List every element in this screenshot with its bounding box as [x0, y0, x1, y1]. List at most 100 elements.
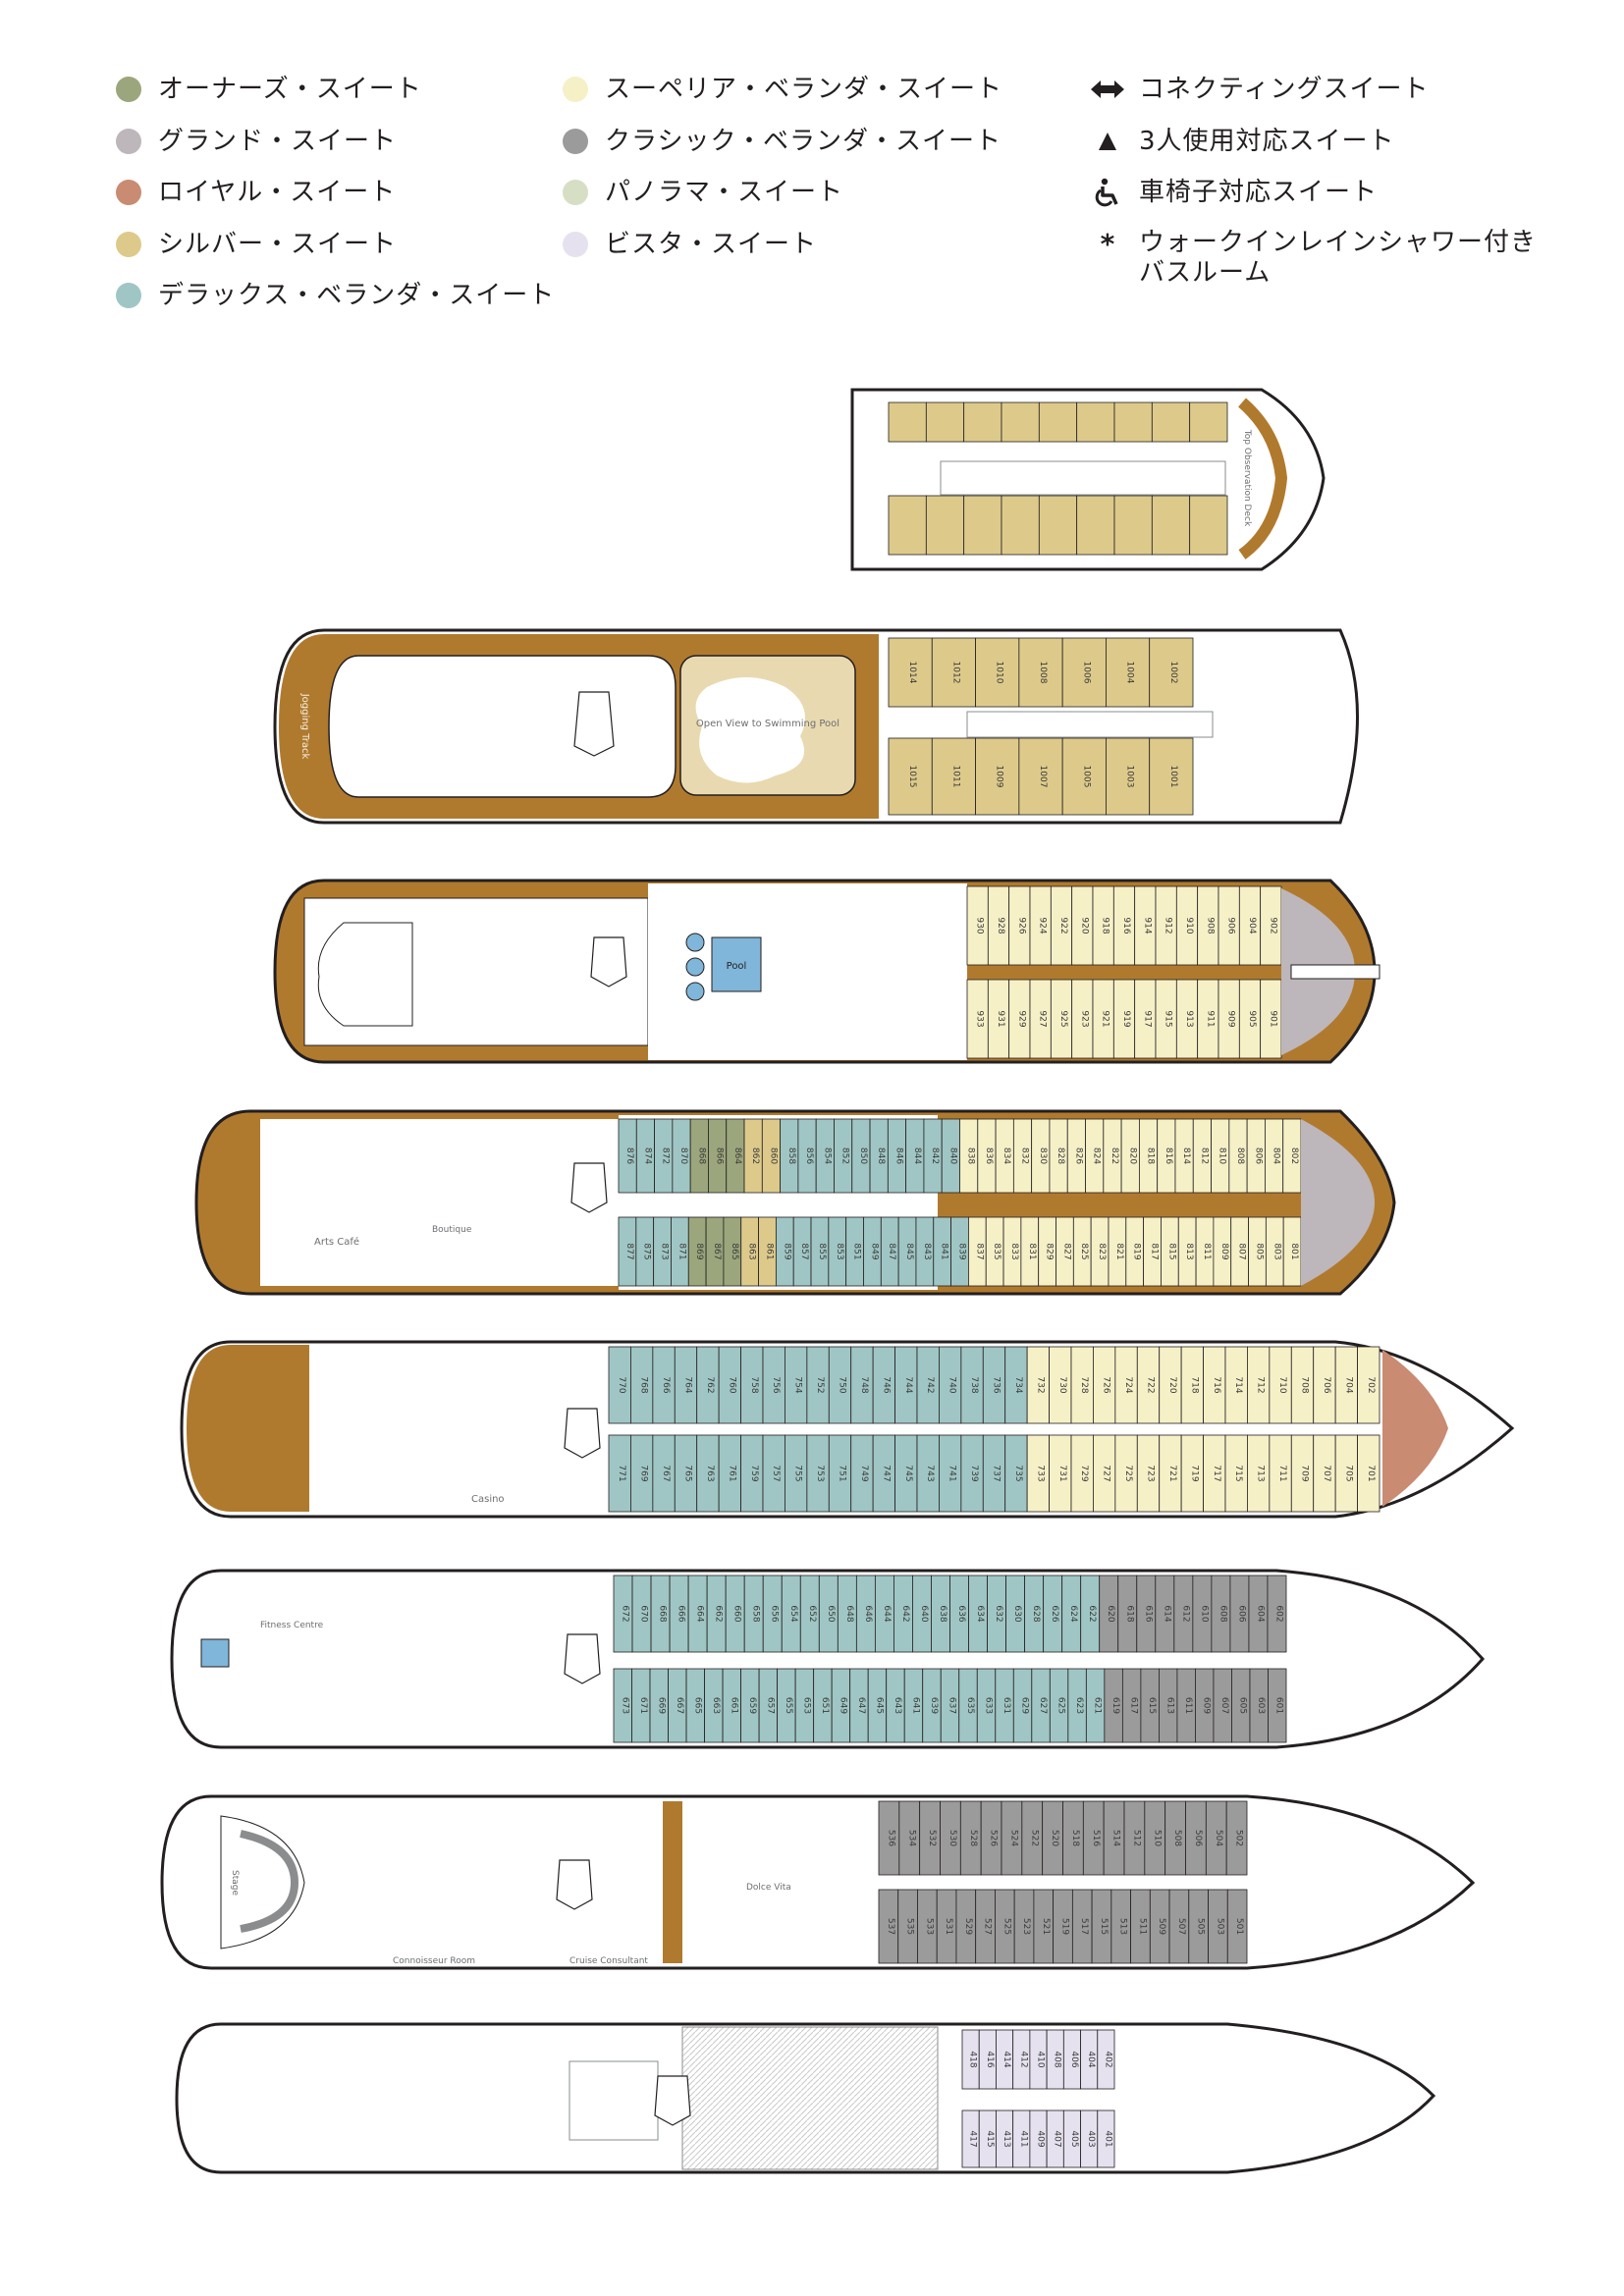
- cabin-number: 817: [1150, 1243, 1160, 1259]
- cabin[interactable]: [925, 495, 965, 556]
- cabin-number: 901: [1268, 1010, 1277, 1027]
- cabin-number: 752: [815, 1376, 825, 1393]
- cabin[interactable]: [1226, 1889, 1248, 1964]
- cabin-number: 603: [1256, 1697, 1266, 1714]
- cabin-number: 860: [768, 1148, 778, 1164]
- cabin-number: 1009: [995, 766, 1004, 788]
- cabin[interactable]: [1038, 495, 1078, 556]
- cabin-number: 511: [1137, 1918, 1147, 1935]
- cabin[interactable]: [963, 495, 1002, 556]
- cabin[interactable]: [1268, 1668, 1287, 1743]
- cabin[interactable]: [1061, 637, 1107, 708]
- legend-item-panorama-suite: パノラマ・スイート: [563, 174, 1002, 226]
- cabin[interactable]: [1038, 401, 1078, 443]
- cabin-number: 753: [815, 1465, 825, 1481]
- cabin-number: 843: [922, 1243, 932, 1259]
- cabin-number: 746: [881, 1376, 891, 1393]
- crest-icons: [556, 936, 691, 2126]
- cabin[interactable]: [1189, 401, 1228, 443]
- cabin[interactable]: [1189, 495, 1228, 556]
- cabin-number: 524: [1008, 1830, 1018, 1846]
- cabin-number: 923: [1079, 1010, 1089, 1027]
- cabin-number: 862: [750, 1148, 760, 1164]
- cabin-number: 925: [1058, 1010, 1068, 1027]
- cabin[interactable]: [931, 637, 976, 708]
- cabin[interactable]: [1076, 401, 1115, 443]
- cabin[interactable]: [1061, 737, 1107, 816]
- deck-9-pool-label: Pool: [727, 961, 747, 972]
- cabin-number: 533: [924, 1918, 934, 1935]
- cabin-number: 922: [1058, 917, 1068, 934]
- cabin[interactable]: [1106, 637, 1151, 708]
- cabin-number: 650: [826, 1605, 836, 1622]
- cabin-number: 723: [1146, 1465, 1156, 1481]
- cabin[interactable]: [1097, 2029, 1115, 2090]
- cabin[interactable]: [888, 495, 927, 556]
- cabin[interactable]: [1149, 637, 1194, 708]
- cabin-number: 1012: [950, 662, 960, 684]
- cabin[interactable]: [1149, 737, 1194, 816]
- cabin-number: 729: [1079, 1465, 1089, 1481]
- cabin[interactable]: [1018, 637, 1063, 708]
- cabin-number: 670: [639, 1605, 649, 1622]
- cabin-number: 671: [638, 1697, 648, 1714]
- cabin[interactable]: [1267, 1575, 1287, 1653]
- cabin-number: 902: [1268, 917, 1277, 934]
- cabin[interactable]: [925, 401, 965, 443]
- cabin-number: 857: [799, 1243, 809, 1259]
- cabin-number: 652: [807, 1605, 817, 1622]
- cabin[interactable]: [1001, 401, 1040, 443]
- cabin-number: 842: [930, 1148, 940, 1164]
- cabin-number: 869: [694, 1243, 704, 1259]
- cabin-number: 629: [1020, 1697, 1030, 1714]
- cabin-number: 834: [1001, 1148, 1011, 1164]
- cabin[interactable]: [963, 401, 1002, 443]
- legend-label: 車椅子対応スイート: [1139, 178, 1379, 207]
- legend-label: パノラマ・スイート: [605, 178, 844, 207]
- cabin-number: 1005: [1081, 766, 1091, 788]
- cabin[interactable]: [1357, 1346, 1380, 1424]
- cabin[interactable]: [888, 737, 933, 816]
- cabin[interactable]: [1113, 495, 1153, 556]
- cabin-number: 845: [904, 1243, 914, 1259]
- cabin[interactable]: [1113, 401, 1153, 443]
- cabin[interactable]: [975, 637, 1020, 708]
- cabin[interactable]: [1076, 495, 1115, 556]
- cabin[interactable]: [1001, 495, 1040, 556]
- cabin-number: 704: [1343, 1376, 1353, 1393]
- cabin[interactable]: [888, 401, 927, 443]
- cabin-number: 905: [1247, 1010, 1257, 1027]
- cabin-number: 760: [727, 1376, 736, 1393]
- cabin-number: 868: [696, 1148, 706, 1164]
- cabin-number: 702: [1366, 1376, 1376, 1393]
- cabin[interactable]: [931, 737, 976, 816]
- cabin-number: 706: [1322, 1376, 1331, 1393]
- cabin-number: 913: [1184, 1010, 1194, 1027]
- cabin-number: 827: [1061, 1243, 1071, 1259]
- cabin-number: 877: [624, 1243, 634, 1259]
- cabin-number: 822: [1110, 1148, 1119, 1164]
- cabin-number: 914: [1142, 917, 1152, 934]
- cabin-number: 832: [1020, 1148, 1030, 1164]
- cabin[interactable]: [1151, 495, 1191, 556]
- cabin[interactable]: [1225, 1800, 1248, 1876]
- cabin-number: 658: [751, 1605, 761, 1622]
- cabin-number: 526: [989, 1830, 999, 1846]
- cabin-number: 802: [1289, 1148, 1299, 1164]
- cabin-number: 720: [1167, 1376, 1177, 1393]
- cabin-number: 525: [1001, 1918, 1011, 1935]
- cabin-number: 849: [869, 1243, 879, 1259]
- cabin[interactable]: [1106, 737, 1151, 816]
- cabin[interactable]: [1097, 2109, 1115, 2168]
- cabin[interactable]: [1151, 401, 1191, 443]
- cabin-number: 407: [1053, 2130, 1062, 2147]
- cabin-number: 639: [929, 1697, 939, 1714]
- cabin-number: 506: [1193, 1830, 1203, 1846]
- cabin[interactable]: [1357, 1434, 1380, 1513]
- cabin-number: 751: [838, 1465, 847, 1481]
- cabin-number: 733: [1035, 1465, 1045, 1481]
